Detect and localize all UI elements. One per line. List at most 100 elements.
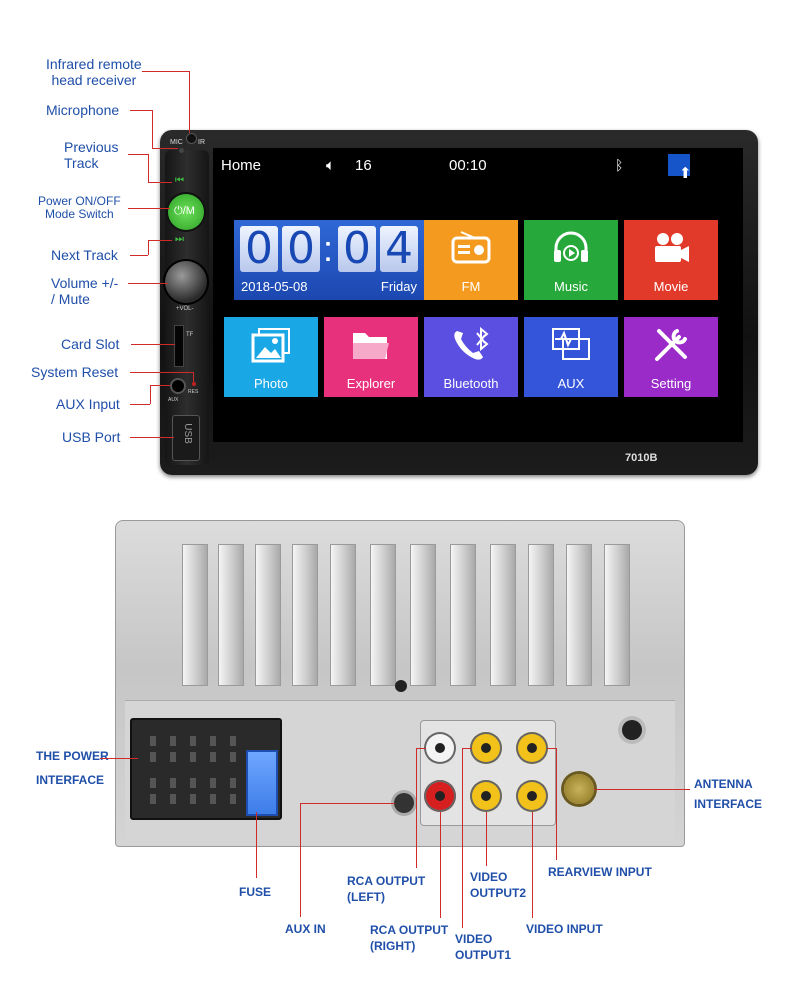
leader-line <box>532 812 533 918</box>
card-slot[interactable] <box>174 325 184 367</box>
video-output2[interactable] <box>470 732 502 764</box>
leader-line <box>128 208 170 209</box>
clock-date: 2018-05-08 <box>241 279 308 294</box>
leader-line <box>150 385 151 404</box>
speaker-icon[interactable]: 🔈︎ <box>326 157 336 174</box>
tile-label: Setting <box>650 376 692 391</box>
callout-volume-mute: Volume +/- / Mute <box>51 275 119 307</box>
clock-digit: 0 <box>282 226 320 272</box>
tile-label: Bluetooth <box>443 376 499 391</box>
screen-title: Home <box>221 157 262 174</box>
leader-line <box>148 240 149 255</box>
rca-output-right[interactable] <box>424 780 456 812</box>
heatsink-fin <box>218 544 244 686</box>
rca-output-left[interactable] <box>424 732 456 764</box>
callout-usb-port: USB Port <box>62 429 121 445</box>
callout-ir-receiver: Infrared remote head receiver <box>46 56 142 88</box>
leader-line <box>594 789 690 790</box>
tile-fm[interactable]: FM <box>424 220 518 300</box>
heatsink-fin <box>490 544 516 686</box>
leader-line <box>130 110 152 111</box>
tile-explorer[interactable]: Explorer <box>324 317 418 397</box>
tile-setting[interactable]: Setting <box>624 317 718 397</box>
label-power-interface: THE POWER INTERFACE <box>36 749 109 787</box>
tile-label: Movie <box>653 279 689 294</box>
leader-line <box>462 748 463 928</box>
touch-screen[interactable]: Home 🔈︎ 16 00:10 ᛒ ⬆ 0 0 : 0 4 2018-05-0… <box>213 148 743 442</box>
callout-aux-input: AUX Input <box>56 396 120 412</box>
label-antenna: ANTENNA INTERFACE <box>694 777 763 811</box>
ir-label: IR <box>198 139 205 146</box>
tile-photo[interactable]: Photo <box>224 317 318 397</box>
heatsink-fin <box>330 544 356 686</box>
status-time: 00:10 <box>449 157 487 174</box>
leader-line <box>142 71 190 72</box>
home-button[interactable]: ⬆ <box>668 154 692 182</box>
leader-line <box>416 748 417 868</box>
callout-next-track: Next Track <box>51 247 118 263</box>
leader-line <box>150 385 170 386</box>
heatsink-fin <box>370 544 396 686</box>
aux-input-jack[interactable] <box>170 378 186 394</box>
leader-line <box>130 372 194 373</box>
leader-line <box>130 255 148 256</box>
mounting-hole <box>395 680 407 692</box>
aux-label: AUX <box>168 397 179 403</box>
leader-line <box>128 154 148 155</box>
reset-hole[interactable] <box>192 382 196 386</box>
heatsink-fin <box>410 544 436 686</box>
tf-label: TF <box>186 332 194 338</box>
radio-icon <box>451 231 491 264</box>
mounting-hole <box>622 720 642 740</box>
movie-camera-icon <box>655 233 689 262</box>
leader-line <box>547 748 557 749</box>
video-output1[interactable] <box>470 780 502 812</box>
bluetooth-status-icon: ᛒ <box>615 157 624 173</box>
leader-line <box>130 404 150 405</box>
leader-line <box>300 803 301 917</box>
rearview-input[interactable] <box>516 732 548 764</box>
leader-line <box>462 748 472 749</box>
label-rca-right: RCA OUTPUT (RIGHT) <box>370 923 449 953</box>
power-mode-label: ⏻/M <box>174 205 195 217</box>
next-track-icon[interactable]: ⏭ <box>175 234 184 245</box>
callout-microphone: Microphone <box>46 102 120 118</box>
antenna-socket[interactable] <box>564 774 594 804</box>
photo-icon <box>251 328 290 363</box>
tile-music[interactable]: Music <box>524 220 618 300</box>
label-aux-in: AUX IN <box>285 922 326 936</box>
clock-digit: 4 <box>380 226 418 272</box>
power-mode-button[interactable]: ⏻/M <box>168 194 204 230</box>
tile-movie[interactable]: Movie <box>624 220 718 300</box>
label-video-output1: VIDEO OUTPUT1 <box>455 932 512 962</box>
leader-line <box>256 812 257 878</box>
clock-digit: 0 <box>338 226 376 272</box>
previous-track-icon[interactable]: ⏮ <box>175 175 184 186</box>
folder-icon <box>353 333 389 359</box>
volume-label: +VOL- <box>176 306 194 312</box>
heatsink-fin <box>292 544 318 686</box>
home-up-arrow-icon: ⬆ <box>679 165 692 182</box>
leader-line <box>148 154 149 182</box>
clock-widget[interactable]: 0 0 : 0 4 2018-05-08 Friday <box>234 220 425 300</box>
usb-port[interactable]: USB <box>172 415 200 461</box>
video-input[interactable] <box>516 780 548 812</box>
headphones-icon <box>554 231 588 262</box>
volume-knob[interactable] <box>165 261 207 303</box>
leader-line <box>193 372 194 382</box>
leader-line <box>152 148 178 149</box>
tile-bluetooth[interactable]: Bluetooth <box>424 317 518 397</box>
fuse[interactable] <box>246 750 278 816</box>
phone-bluetooth-icon <box>454 327 489 360</box>
leader-line <box>131 344 175 345</box>
callout-previous-track: Previous Track <box>64 139 119 171</box>
aux-in-jack[interactable] <box>394 793 414 813</box>
tile-label: Photo <box>254 376 288 391</box>
leader-line <box>100 758 138 759</box>
label-rearview-input: REARVIEW INPUT <box>548 865 652 879</box>
tile-aux[interactable]: AUX <box>524 317 618 397</box>
label-video-input: VIDEO INPUT <box>526 922 603 936</box>
status-bar: Home 🔈︎ 16 00:10 ᛒ ⬆ <box>213 148 743 182</box>
leader-line <box>130 437 174 438</box>
clock-separator: : <box>323 228 334 269</box>
